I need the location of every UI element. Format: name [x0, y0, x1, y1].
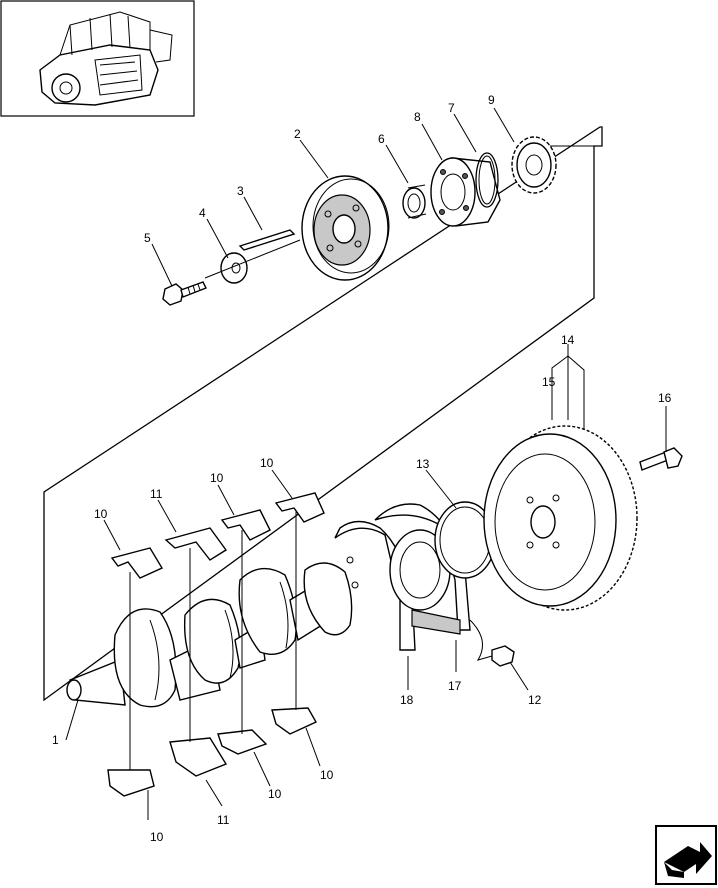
callout-3: 3	[237, 184, 244, 198]
bearing-shell-10-lower-a	[107, 769, 155, 797]
callout-14: 14	[561, 333, 575, 347]
next-page-arrow-icon[interactable]	[655, 825, 717, 885]
flywheel	[483, 425, 638, 611]
callout-11-a: 11	[150, 487, 163, 501]
callout-6: 6	[378, 132, 385, 146]
flywheel-bolt	[639, 447, 683, 471]
pulley-washer	[220, 252, 248, 284]
spacer-ring	[402, 184, 427, 219]
callout-11-b: 11	[217, 813, 230, 827]
crankshaft-gear	[511, 136, 557, 194]
bearing-shell-11-upper	[164, 527, 228, 561]
callout-16: 16	[658, 391, 672, 405]
callout-10-e: 10	[268, 787, 282, 801]
callout-7: 7	[448, 101, 455, 115]
callout-10-d: 10	[320, 768, 334, 782]
callout-1: 1	[52, 733, 59, 747]
bearing-shell-10-upper-c	[274, 492, 325, 523]
callout-13: 13	[416, 457, 430, 471]
callout-2: 2	[294, 127, 301, 141]
bearing-shell-10-lower-b	[217, 729, 268, 755]
callout-5: 5	[144, 231, 151, 245]
crankshaft-pulley	[301, 175, 390, 281]
o-ring	[475, 152, 499, 208]
callout-10-b: 10	[210, 471, 224, 485]
engine-thumbnail-icon[interactable]	[0, 0, 195, 117]
rear-oil-seal	[434, 501, 496, 579]
callout-9: 9	[488, 93, 495, 107]
bearing-shell-10-lower-c	[271, 707, 317, 735]
callout-8: 8	[414, 110, 421, 124]
bearing-shell-11-lower	[169, 737, 228, 777]
front-seal-housing	[430, 157, 501, 227]
callout-18: 18	[400, 693, 414, 707]
callout-10-a: 10	[94, 507, 108, 521]
callout-10-c: 10	[260, 456, 274, 470]
callout-12: 12	[528, 693, 542, 707]
callout-17: 17	[448, 679, 462, 693]
woodruff-key	[238, 229, 296, 251]
pulley-bolt	[162, 281, 207, 306]
callout-10-f: 10	[150, 830, 164, 844]
pulley-group-frame	[43, 126, 603, 702]
callout-4: 4	[199, 206, 206, 220]
callout-15: 15	[542, 375, 556, 389]
carrier-bolt	[469, 619, 515, 667]
crankshaft	[66, 562, 353, 708]
bearing-shell-10-upper-b	[220, 509, 271, 541]
bearing-shell-10-upper-a	[110, 547, 164, 579]
